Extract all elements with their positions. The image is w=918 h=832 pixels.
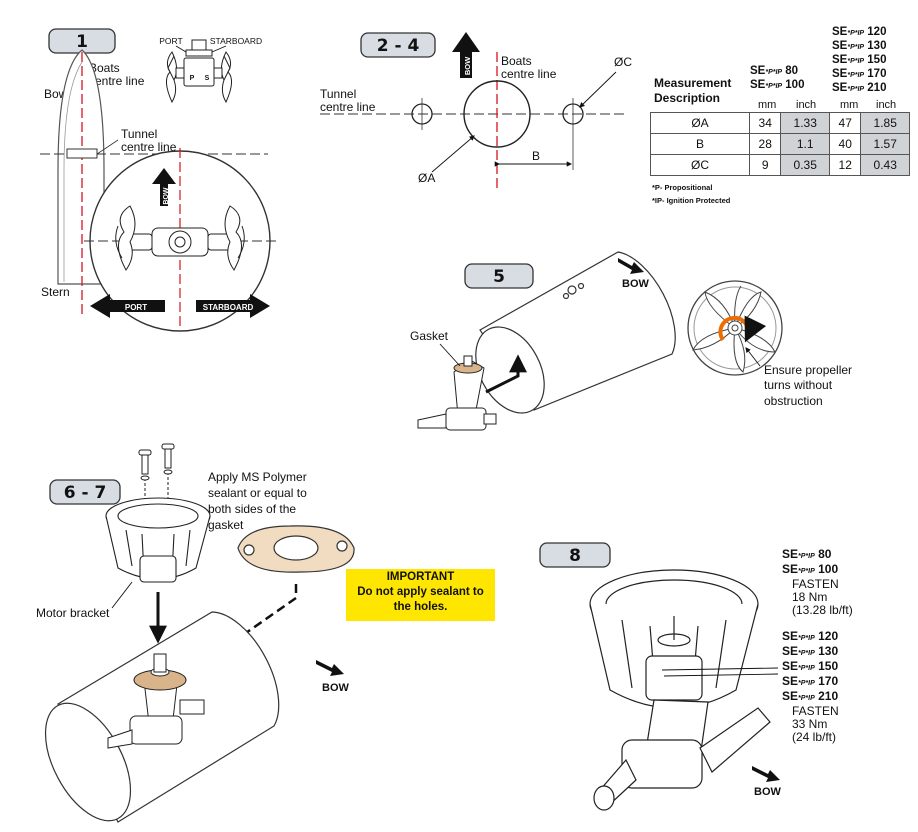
rotation-indicator — [718, 315, 767, 343]
propeller-check-view — [687, 280, 783, 376]
svg-text:turns without: turns without — [764, 378, 833, 392]
bow-arrow-fig8 — [752, 766, 780, 782]
svg-text:centre line: centre line — [501, 67, 557, 81]
figure-6-7: 6 - 7 Motor bracket Apply MS Polym — [36, 443, 355, 823]
bow-label-5: BOW — [622, 278, 650, 290]
footnote-p: *P- Propositional — [652, 183, 713, 192]
port-label: PORT — [159, 36, 182, 46]
group2-model-list: SE*P*IP 120 SE*P*IP 130 SE*P*IP 150 SE*P… — [832, 26, 887, 94]
bow-arrow-fig2: BOW — [452, 32, 480, 78]
thruster-detail — [115, 205, 245, 271]
measurement-heading: Measurement Description — [654, 76, 732, 105]
step-badge-2-4: 2 - 4 — [360, 32, 436, 58]
apply-sealant-note: Apply MS Polymer — [208, 470, 307, 484]
torque-specs: SE*P*IP 80 SE*P*IP 100 FASTEN 18 Nm (13.… — [782, 548, 912, 744]
step-badge-8: 8 — [539, 542, 611, 568]
figure-1: 1 PORT STARBOARD P S Boats centre line B… — [40, 28, 276, 332]
important-note: IMPORTANT Do not apply sealant to the ho… — [346, 569, 495, 621]
svg-text:PORT: PORT — [125, 303, 147, 312]
tunnel-centre-line-label: Tunnel — [121, 127, 157, 141]
bow-label-8: BOW — [754, 786, 782, 798]
step-badge-6-7: 6 - 7 — [49, 479, 121, 505]
svg-text:centre line: centre line — [89, 74, 145, 88]
thruster-leg-6 — [107, 653, 205, 749]
dia-a-label: ØA — [418, 171, 435, 185]
port-starboard-sketch — [166, 39, 232, 104]
stern-label: Stern — [41, 285, 70, 299]
svg-text:BOW: BOW — [463, 56, 472, 75]
dim-b-label: B — [532, 149, 540, 163]
dia-c-label: ØC — [614, 55, 632, 69]
svg-text:gasket: gasket — [208, 518, 244, 532]
motor-bracket-label: Motor bracket — [36, 606, 110, 620]
propeller-note: Ensure propeller — [764, 363, 852, 377]
svg-text:P: P — [190, 75, 195, 82]
boats-centre-line-label-2: Boats — [501, 54, 532, 68]
bow-label: Bow — [44, 87, 68, 101]
thruster-leg-5 — [417, 355, 497, 431]
starboard-arrow: STARBOARD — [196, 294, 270, 318]
motor-bracket-8 — [589, 569, 759, 709]
boats-centre-line-label: Boats — [89, 61, 120, 75]
gasket-6 — [237, 525, 355, 573]
svg-text:BOW: BOW — [163, 187, 170, 205]
footnote-ip: *IP- Ignition Protected — [652, 196, 731, 205]
motor-bracket-6 — [105, 497, 211, 583]
svg-text:2 - 4: 2 - 4 — [377, 36, 420, 56]
figure-2-4: 2 - 4 BOW Boats centre line Tunnel centr… — [320, 32, 632, 190]
bow-arrow-fig1: BOW — [152, 168, 176, 206]
svg-text:centre line: centre line — [121, 140, 177, 154]
svg-text:S: S — [205, 75, 210, 82]
bow-arrow-fig67 — [316, 660, 344, 676]
bow-label-6: BOW — [322, 682, 350, 694]
port-arrow: PORT — [90, 294, 165, 318]
bow-arrow-fig5 — [618, 258, 644, 274]
torque-group-1: SE*P*IP 80 SE*P*IP 100 FASTEN 18 Nm (13.… — [782, 547, 853, 617]
svg-text:both sides of the: both sides of the — [208, 502, 296, 516]
svg-text:8: 8 — [569, 546, 581, 566]
step-badge-1: 1 — [48, 28, 116, 54]
bolts — [138, 443, 175, 500]
svg-text:obstruction: obstruction — [764, 394, 823, 408]
figure-5: 5 BOW Gasket — [410, 251, 852, 431]
torque-group-2: SE*P*IP 120 SE*P*IP 130 SE*P*IP 150 SE*P… — [782, 629, 839, 744]
starboard-label: STARBOARD — [210, 36, 262, 46]
svg-text:5: 5 — [493, 267, 505, 287]
svg-text:STARBOARD: STARBOARD — [203, 303, 254, 312]
svg-text:sealant or equal to: sealant or equal to — [208, 486, 307, 500]
thruster-leg-8 — [593, 699, 771, 811]
figure-8: 8 BOW — [539, 542, 782, 811]
hole-a — [463, 80, 531, 148]
gasket-label: Gasket — [410, 329, 449, 343]
step-badge-5: 5 — [464, 263, 534, 289]
tunnel-centre-line-label-2: Tunnel — [320, 87, 356, 101]
svg-text:1: 1 — [76, 32, 88, 52]
svg-text:centre line: centre line — [320, 100, 376, 114]
svg-text:6 - 7: 6 - 7 — [64, 483, 107, 503]
group1-model-list: SE*P*IP 80 SE*P*IP 100 — [750, 65, 805, 91]
